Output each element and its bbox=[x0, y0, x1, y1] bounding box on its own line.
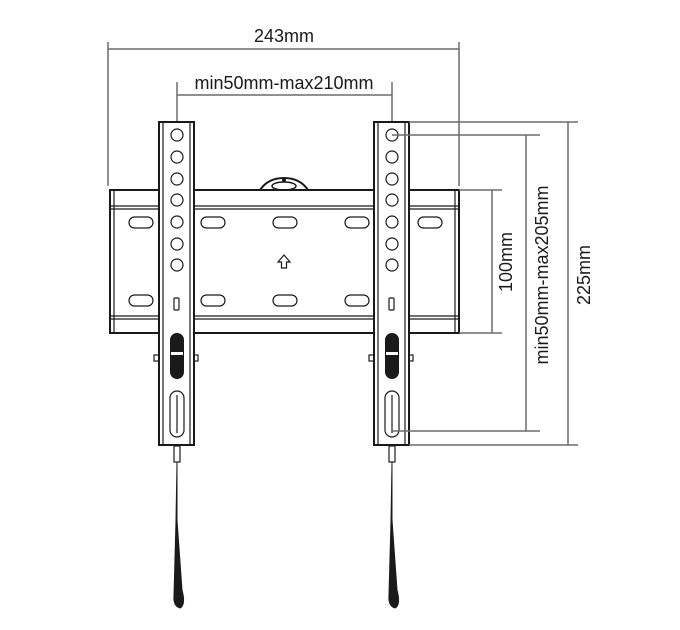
overall-height-dimension: 225mm bbox=[409, 121, 594, 446]
slot-icon bbox=[128, 294, 154, 307]
slot-icon bbox=[417, 216, 443, 229]
right-arm bbox=[368, 121, 414, 609]
slot-icon bbox=[128, 216, 154, 229]
arm-spacing-dimension: min50mm-max210mm bbox=[176, 73, 393, 133]
overall-height-label: 225mm bbox=[574, 245, 594, 305]
plate-height-label: 100mm bbox=[496, 232, 516, 292]
up-arrow-icon bbox=[276, 254, 292, 269]
arm-spacing-label: min50mm-max210mm bbox=[194, 73, 373, 93]
left-arm bbox=[153, 121, 199, 609]
arm-holes bbox=[170, 128, 184, 272]
slot-icon bbox=[272, 216, 298, 229]
slot-icon bbox=[344, 294, 370, 307]
overall-width-label: 243mm bbox=[254, 26, 314, 46]
pull-cord-icon bbox=[388, 461, 400, 609]
plate-height-dimension: 100mm bbox=[459, 189, 516, 334]
slot-icon bbox=[344, 216, 370, 229]
overall-width-dimension: 243mm bbox=[107, 26, 460, 186]
pull-cord-icon bbox=[173, 461, 185, 609]
vesa-vertical-dimension: min50mm-max205mm bbox=[392, 134, 552, 432]
slot-icon bbox=[272, 294, 298, 307]
vesa-vertical-label: min50mm-max205mm bbox=[532, 185, 552, 364]
slot-icon bbox=[200, 216, 226, 229]
slot-icon bbox=[200, 294, 226, 307]
